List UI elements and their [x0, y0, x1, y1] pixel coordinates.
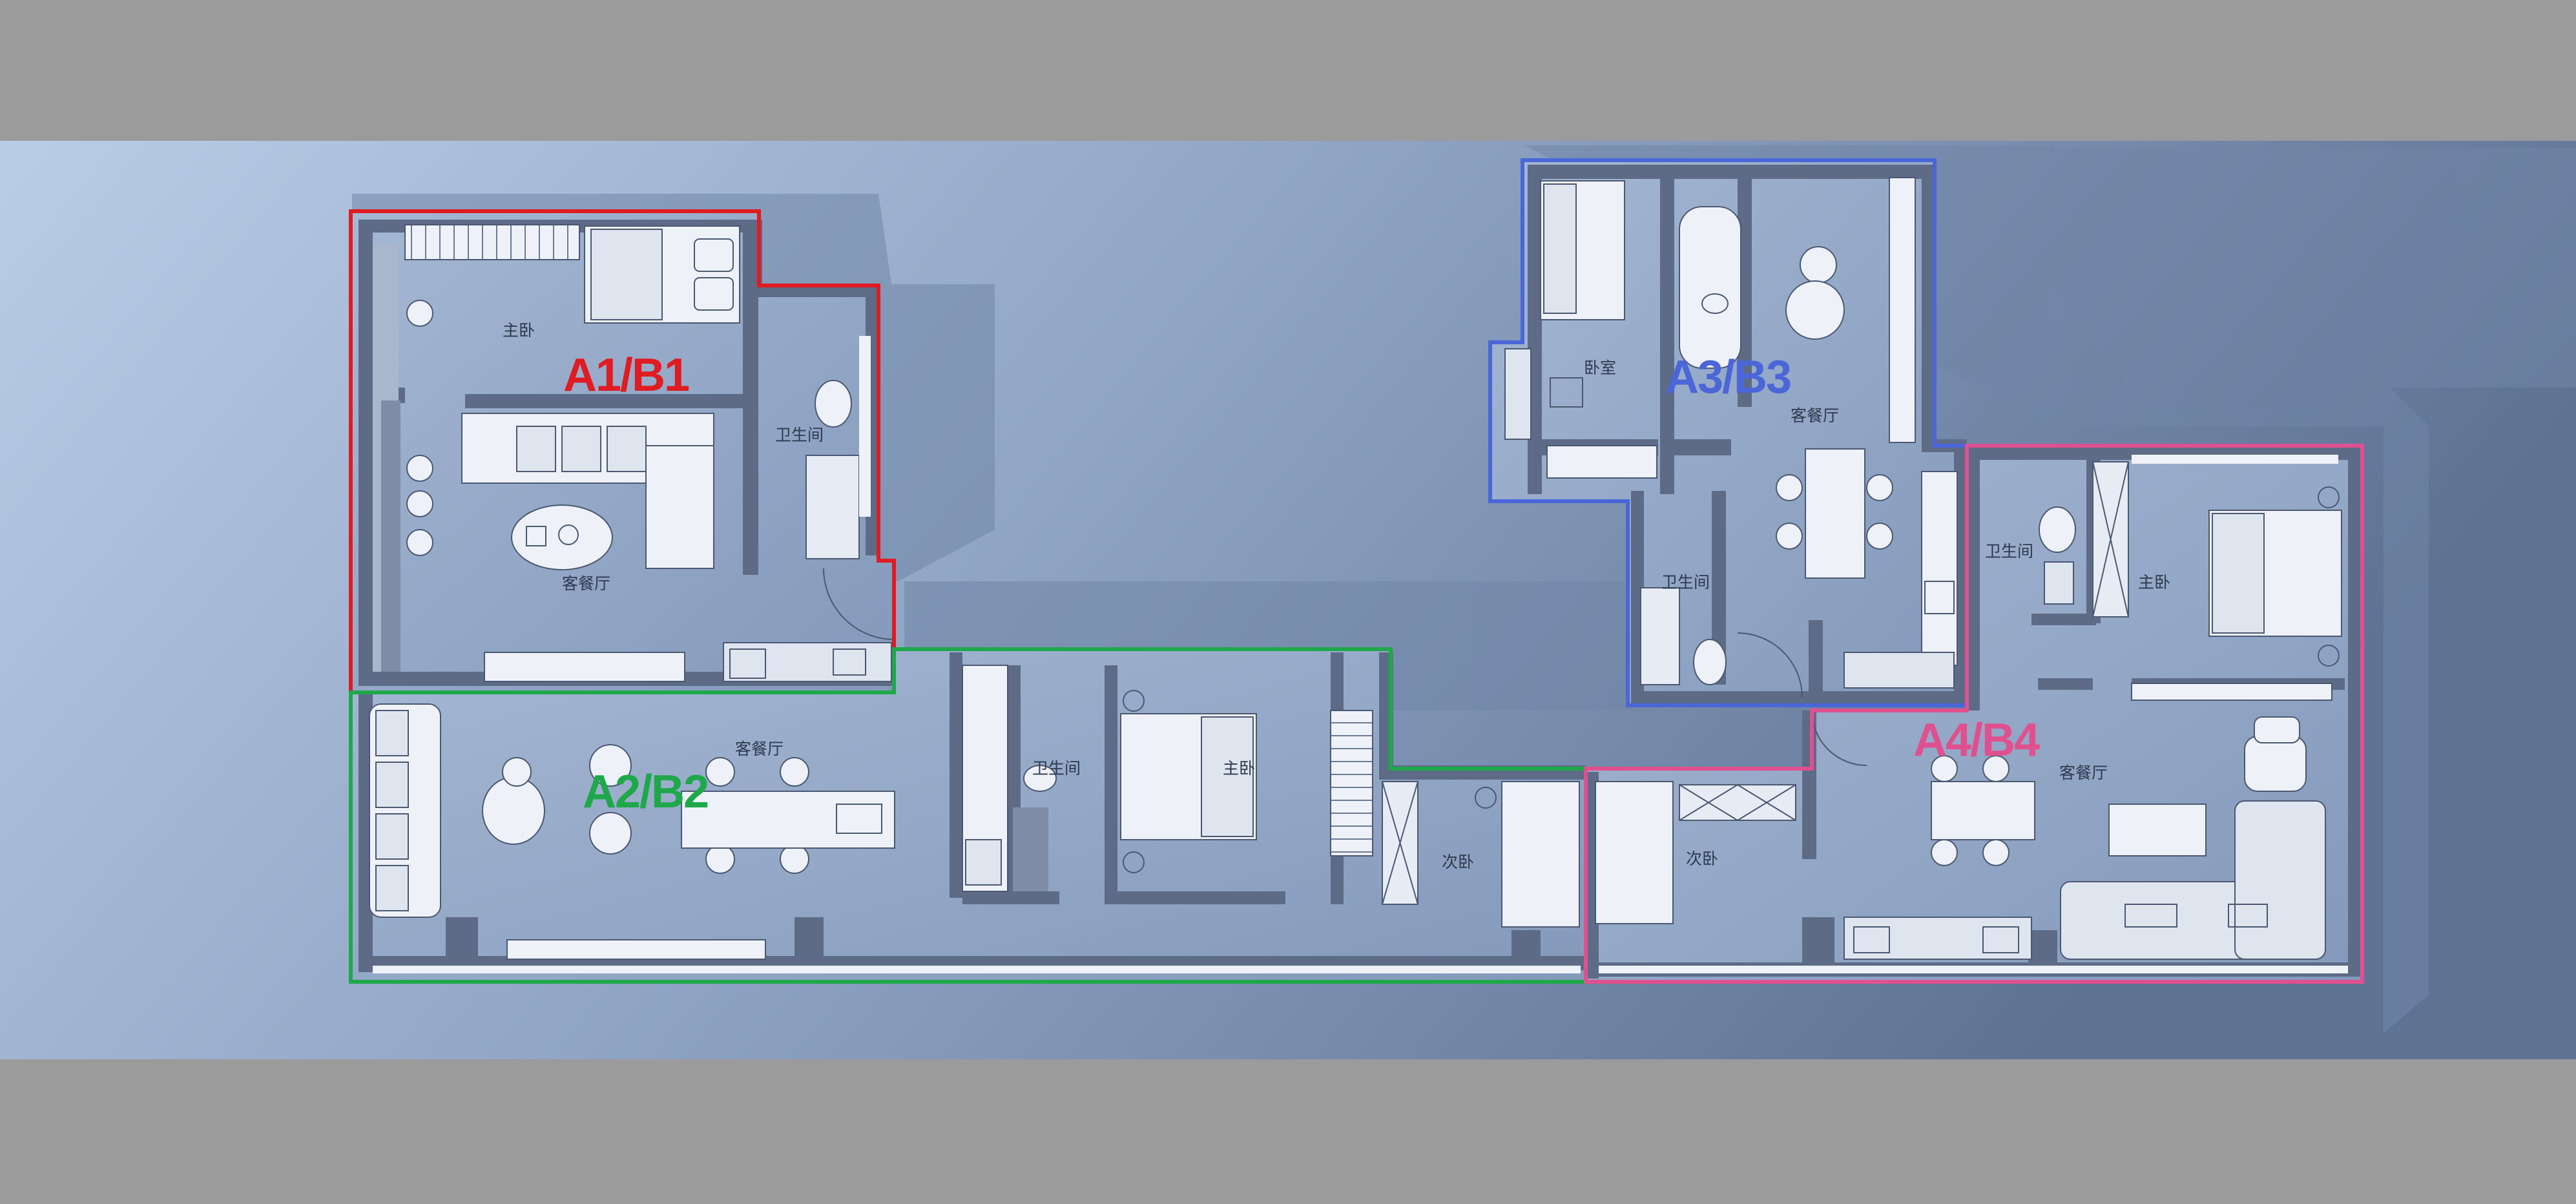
unit-a4b4-outline[interactable] [1584, 444, 2364, 984]
room-label-a4-living-dining: 客餐厅 [2059, 763, 2108, 782]
unit-a2b2-plan [351, 649, 1586, 982]
unit-a2b2-outline[interactable] [349, 647, 1588, 984]
top-letterbox [0, 0, 2576, 141]
unit-label-a1b1: A1/B1 [563, 349, 689, 401]
room-label-a2-master-bedroom: 主卧 [1223, 759, 1255, 778]
unit-label-a3b3: A3/B3 [1665, 351, 1791, 403]
room-label-a1-living-dining: 客餐厅 [562, 574, 610, 593]
bottom-letterbox [0, 1059, 2576, 1201]
room-label-a3-living-dining: 客餐厅 [1791, 406, 1839, 425]
room-label-a2-second-bedroom: 次卧 [1442, 853, 1474, 871]
room-label-a3-bedroom: 卧室 [1584, 358, 1616, 377]
unit-a4b4-plan [1586, 446, 2362, 982]
unit-label-a4b4: A4/B4 [1913, 714, 2040, 766]
room-label-a2-bathroom: 卫生间 [1032, 759, 1081, 778]
unit-a1b1-plan [351, 211, 895, 692]
room-label-a1-bathroom: 卫生间 [775, 426, 824, 444]
room-label-a4-bathroom: 卫生间 [1985, 542, 2033, 561]
unit-label-a2b2: A2/B2 [583, 766, 708, 818]
room-label-a1-master-bedroom: 主卧 [503, 321, 535, 340]
room-label-a4-second-bedroom: 次卧 [1686, 849, 1718, 868]
room-label-a4-master-bedroom: 主卧 [2138, 573, 2170, 592]
room-label-a3-bathroom: 卫生间 [1661, 573, 1710, 592]
unit-a3b3-plan [1490, 160, 1967, 705]
room-label-a2-living-dining: 客餐厅 [735, 740, 784, 758]
unit-a3b3-outline[interactable] [1488, 158, 1969, 707]
